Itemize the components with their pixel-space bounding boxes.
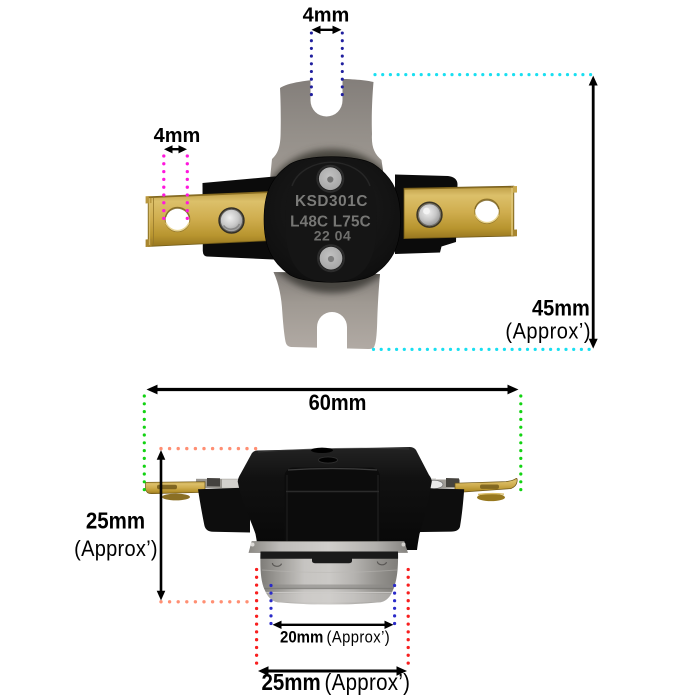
svg-text:25mm: 25mm bbox=[262, 669, 321, 695]
svg-text:60mm: 60mm bbox=[309, 391, 367, 415]
svg-text:(Approx’): (Approx’) bbox=[505, 319, 591, 343]
svg-text:L48C L75C: L48C L75C bbox=[290, 213, 371, 230]
svg-text:4mm: 4mm bbox=[303, 5, 350, 27]
svg-text:45mm: 45mm bbox=[532, 297, 590, 321]
svg-text:25mm: 25mm bbox=[86, 508, 145, 534]
svg-text:20mm: 20mm bbox=[280, 629, 323, 647]
svg-text:22 04: 22 04 bbox=[314, 228, 352, 244]
svg-text:4mm: 4mm bbox=[154, 125, 201, 147]
svg-text:(Approx’): (Approx’) bbox=[325, 669, 411, 695]
svg-text:(Approx’): (Approx’) bbox=[74, 537, 158, 561]
svg-text:(Approx’): (Approx’) bbox=[327, 629, 391, 647]
svg-text:KSD301C: KSD301C bbox=[295, 193, 368, 210]
